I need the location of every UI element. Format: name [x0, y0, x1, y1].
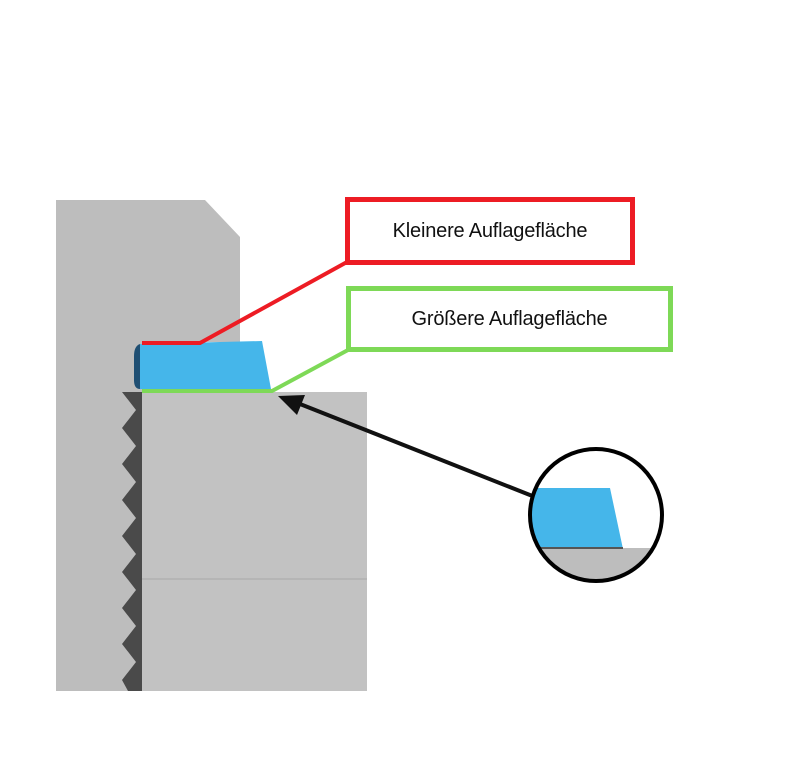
- washer: [140, 341, 271, 389]
- large-area-leader: [142, 348, 349, 393]
- larger-contact-area-label: Größere Auflagefläche: [346, 286, 673, 352]
- thread-profile: [122, 392, 142, 691]
- arrow-head: [278, 395, 305, 415]
- larger-contact-area-text: Größere Auflagefläche: [411, 307, 608, 330]
- washer-edge: [134, 344, 140, 389]
- smaller-contact-area-label: Kleinere Auflagefläche: [345, 197, 635, 265]
- zoom-washer: [530, 488, 623, 549]
- small-area-leader: [142, 260, 348, 345]
- zoom-circle-border: [528, 447, 664, 583]
- upper-part: [56, 200, 240, 392]
- lower-part: [142, 392, 367, 691]
- arrow-line: [299, 402, 541, 501]
- smaller-contact-area-text: Kleinere Auflagefläche: [392, 219, 588, 242]
